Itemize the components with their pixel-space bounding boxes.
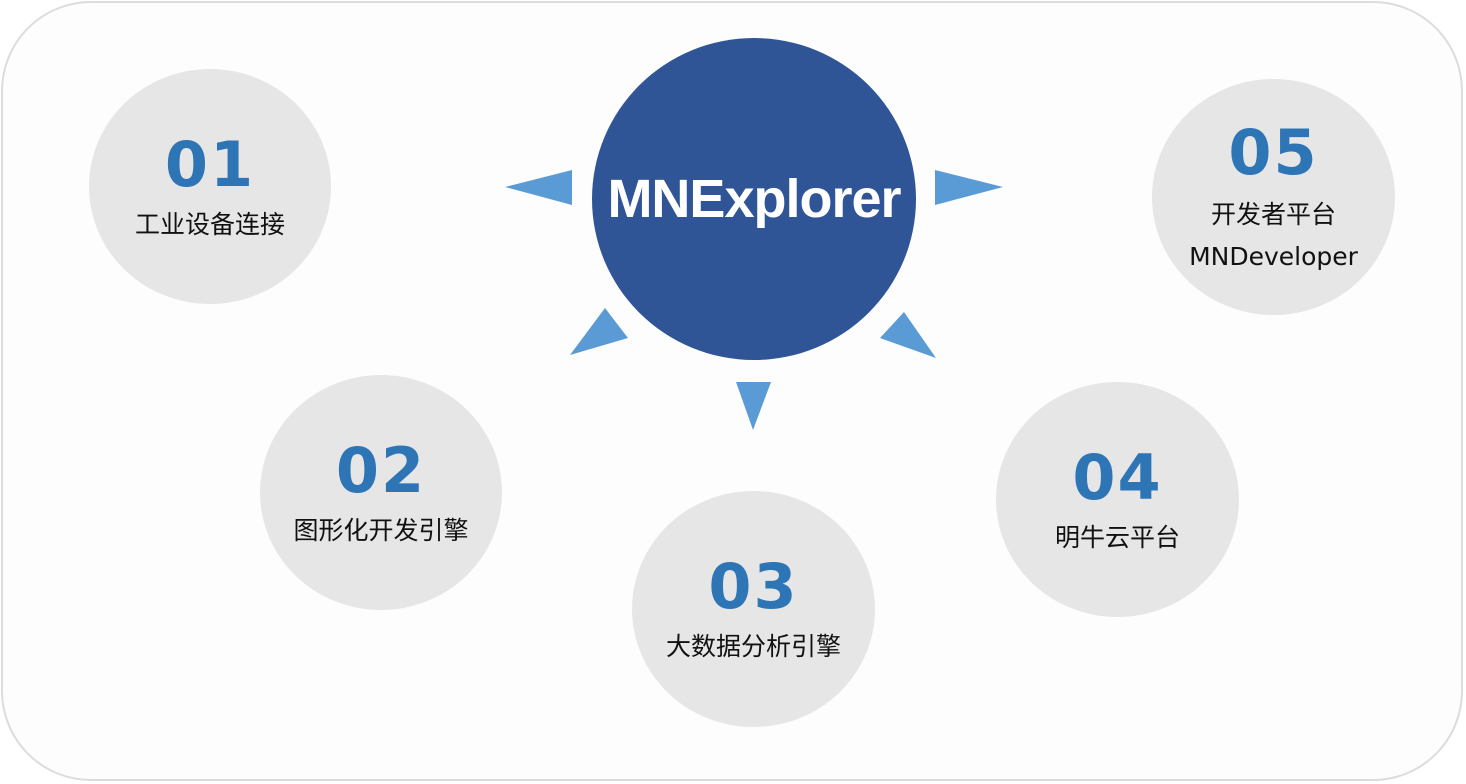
arrow-down-right-icon xyxy=(880,312,936,358)
node-number: 03 xyxy=(708,550,799,623)
node-05: 05 开发者平台 MNDeveloper xyxy=(1152,79,1395,315)
node-number: 05 xyxy=(1228,116,1319,189)
node-number: 04 xyxy=(1072,440,1163,514)
node-label: 图形化开发引擎 xyxy=(293,515,469,545)
arrow-left-icon xyxy=(505,170,572,205)
node-number: 01 xyxy=(164,127,256,201)
node-number: 02 xyxy=(335,433,427,507)
arrow-down-icon xyxy=(736,382,771,430)
center-title: MNExplorer xyxy=(607,169,901,229)
node-label: 开发者平台 xyxy=(1210,200,1336,229)
node-label: 明牛云平台 xyxy=(1054,522,1180,552)
node-label: 工业设备连接 xyxy=(134,209,285,239)
node-sublabel: MNDeveloper xyxy=(1189,242,1358,271)
arrow-down-left-icon xyxy=(570,308,628,355)
node-label: 大数据分析引擎 xyxy=(665,632,841,661)
node-04: 04 明牛云平台 xyxy=(996,382,1239,617)
node-02: 02 图形化开发引擎 xyxy=(260,375,502,610)
center-node: MNExplorer xyxy=(592,38,916,360)
node-03: 03 大数据分析引擎 xyxy=(632,491,875,727)
arrow-right-icon xyxy=(935,170,1003,205)
node-01: 01 工业设备连接 xyxy=(89,69,331,304)
